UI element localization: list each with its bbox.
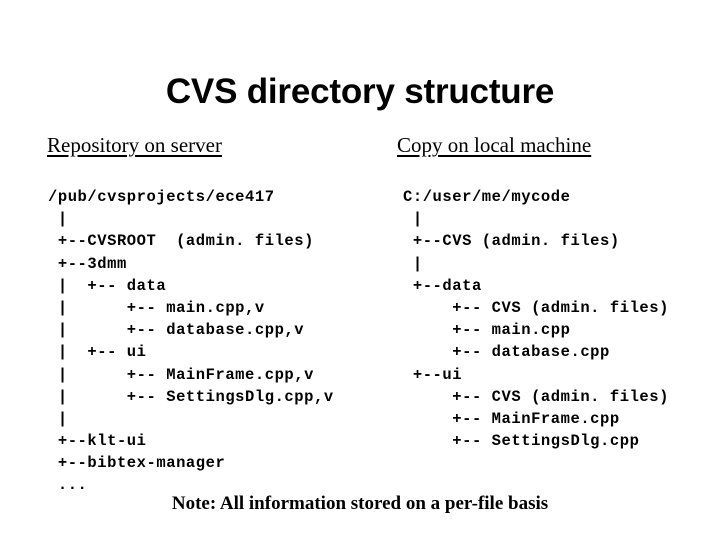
tree-line: /pub/cvsprojects/ece417 bbox=[48, 188, 275, 206]
tree-line: +-- SettingsDlg.cpp bbox=[403, 432, 640, 451]
tree-line: +--CVS (admin. files) bbox=[403, 232, 620, 251]
tree-line: +--ui bbox=[403, 365, 463, 384]
tree-line: +--bibtex-manager bbox=[48, 454, 226, 473]
page-title: CVS directory structure bbox=[165, 72, 555, 111]
tree-line: +--data bbox=[403, 276, 482, 295]
footer-note: Note: All information stored on a per-fi… bbox=[171, 493, 549, 514]
tree-line: | +-- database.cpp,v bbox=[48, 321, 305, 340]
tree-line: | bbox=[403, 210, 423, 229]
tree-line: | bbox=[48, 409, 68, 428]
tree-line: | +-- data bbox=[48, 276, 167, 295]
tree-line: +-- database.cpp bbox=[403, 343, 610, 362]
tree-line: | +-- SettingsDlg.cpp,v bbox=[48, 387, 334, 406]
tree-line: | +-- main.cpp,v bbox=[48, 298, 265, 317]
tree-line: +--klt-ui bbox=[48, 432, 147, 451]
tree-line: | +-- ui bbox=[48, 343, 147, 362]
tree-line: C:/user/me/mycode bbox=[403, 188, 571, 206]
tree-line: +-- MainFrame.cpp bbox=[403, 409, 620, 428]
tree-line: | bbox=[403, 254, 423, 273]
directory-tree-local-copy: C:/user/me/mycode | +--CVS (admin. files… bbox=[403, 186, 669, 452]
column-heading-local-copy: Copy on local machine bbox=[397, 133, 592, 157]
column-heading-repository: Repository on server bbox=[47, 133, 222, 157]
tree-line: +--3dmm bbox=[48, 254, 127, 273]
tree-line: | bbox=[48, 210, 68, 229]
tree-line: ... bbox=[48, 476, 88, 495]
tree-line: +--CVSROOT (admin. files) bbox=[48, 232, 314, 251]
directory-tree-repository: /pub/cvsprojects/ece417 | +--CVSROOT (ad… bbox=[48, 186, 334, 497]
tree-line: +-- main.cpp bbox=[403, 321, 571, 340]
tree-line: +-- CVS (admin. files) bbox=[403, 298, 669, 317]
tree-line: +-- CVS (admin. files) bbox=[403, 387, 669, 406]
tree-line: | +-- MainFrame.cpp,v bbox=[48, 365, 314, 384]
